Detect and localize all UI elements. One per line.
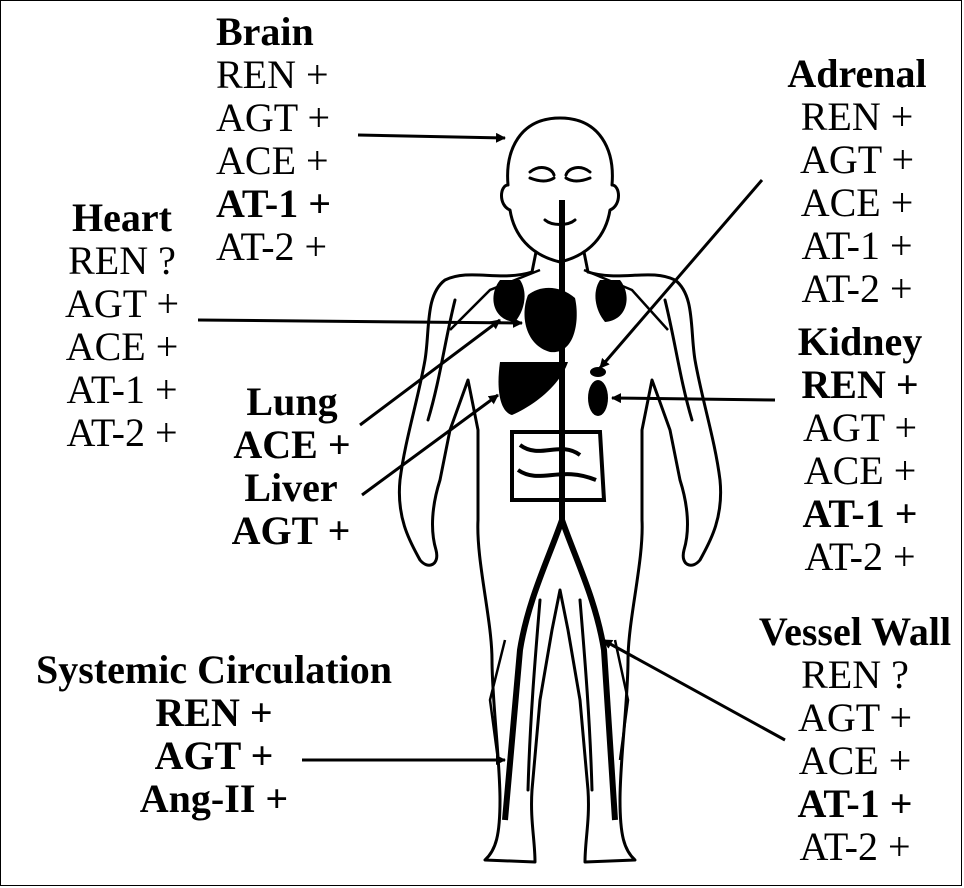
vessel-wall-item: AGT + <box>752 696 958 739</box>
vessel-wall-title: Vessel Wall <box>752 610 958 653</box>
brain-item: AT-2 + <box>216 225 331 268</box>
arrow-heart <box>198 320 522 323</box>
brain-item: ACE + <box>216 139 331 182</box>
kidney-item: ACE + <box>780 449 940 492</box>
kidney-item: AT-1 + <box>780 492 940 535</box>
brain-item: REN + <box>216 53 331 96</box>
arrow-kidney <box>612 398 775 400</box>
brain-item: AT-1 + <box>216 182 331 225</box>
liver-title: Liver <box>216 466 366 509</box>
kidney-item: AGT + <box>780 406 940 449</box>
adrenal-item: ACE + <box>772 181 942 224</box>
brain-title: Brain <box>216 10 331 53</box>
kidney-label: Kidney REN + AGT + ACE + AT-1 + AT-2 + <box>780 320 940 578</box>
vessel-wall-item: REN ? <box>752 653 958 696</box>
vessel-wall-item: AT-1 + <box>752 782 958 825</box>
lung-label: Lung ACE + <box>222 380 362 466</box>
arrow-adrenal <box>600 180 762 368</box>
adrenal-item: AGT + <box>772 138 942 181</box>
systemic-item: Ang-II + <box>6 777 422 820</box>
kidney-item: REN + <box>780 363 940 406</box>
liver-item: AGT + <box>216 509 366 552</box>
vessel-wall-item: AT-2 + <box>752 825 958 868</box>
heart-item: AT-2 + <box>52 411 192 454</box>
vessel-wall-label: Vessel Wall REN ? AGT + ACE + AT-1 + AT-… <box>752 610 958 868</box>
liver-label: Liver AGT + <box>216 466 366 552</box>
brain-label: Brain REN + AGT + ACE + AT-1 + AT-2 + <box>216 10 331 268</box>
adrenal-item: REN + <box>772 95 942 138</box>
lung-title: Lung <box>222 380 362 423</box>
arrow-brain <box>358 135 505 138</box>
adrenal-label: Adrenal REN + AGT + ACE + AT-1 + AT-2 + <box>772 52 942 310</box>
adrenal-item: AT-2 + <box>772 267 942 310</box>
heart-item: REN ? <box>52 239 192 282</box>
vessel-wall-item: ACE + <box>752 739 958 782</box>
systemic-item: AGT + <box>6 734 422 777</box>
kidney-title: Kidney <box>780 320 940 363</box>
heart-item: ACE + <box>52 325 192 368</box>
adrenal-item: AT-1 + <box>772 224 942 267</box>
brain-item: AGT + <box>216 96 331 139</box>
kidney-item: AT-2 + <box>780 535 940 578</box>
adrenal-title: Adrenal <box>772 52 942 95</box>
heart-item: AT-1 + <box>52 368 192 411</box>
heart-label: Heart REN ? AGT + ACE + AT-1 + AT-2 + <box>52 196 192 454</box>
systemic-title: Systemic Circulation <box>6 648 422 691</box>
systemic-circulation-label: Systemic Circulation REN + AGT + Ang-II … <box>6 648 422 820</box>
heart-item: AGT + <box>52 282 192 325</box>
lung-item: ACE + <box>222 423 362 466</box>
heart-title: Heart <box>52 196 192 239</box>
systemic-item: REN + <box>6 691 422 734</box>
